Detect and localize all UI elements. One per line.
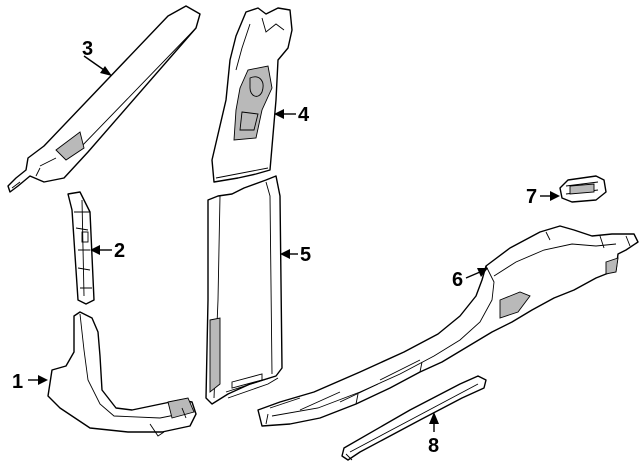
callout-6: 6 — [452, 269, 463, 291]
part-7-clip — [559, 175, 607, 203]
part-3-a-pillar-trim — [7, 5, 201, 193]
part-8-scuff-plate — [341, 375, 487, 461]
callout-leaders — [28, 55, 560, 432]
callout-1: 1 — [12, 371, 23, 393]
callout-labels: 3 2 4 5 6 7 8 1 — [12, 38, 537, 457]
part-5-b-pillar-lower-trim — [205, 175, 283, 405]
callout-5: 5 — [300, 244, 311, 266]
callout-7: 7 — [526, 186, 537, 208]
callout-3: 3 — [82, 38, 93, 60]
part-1-kick-panel — [47, 311, 197, 437]
part-2-trim-panel — [67, 191, 95, 305]
part-6-sill-trim — [257, 225, 639, 427]
callout-2: 2 — [114, 240, 125, 262]
callout-4: 4 — [298, 104, 310, 126]
part-4-b-pillar-upper-trim — [211, 7, 293, 183]
callout-8: 8 — [428, 435, 439, 457]
